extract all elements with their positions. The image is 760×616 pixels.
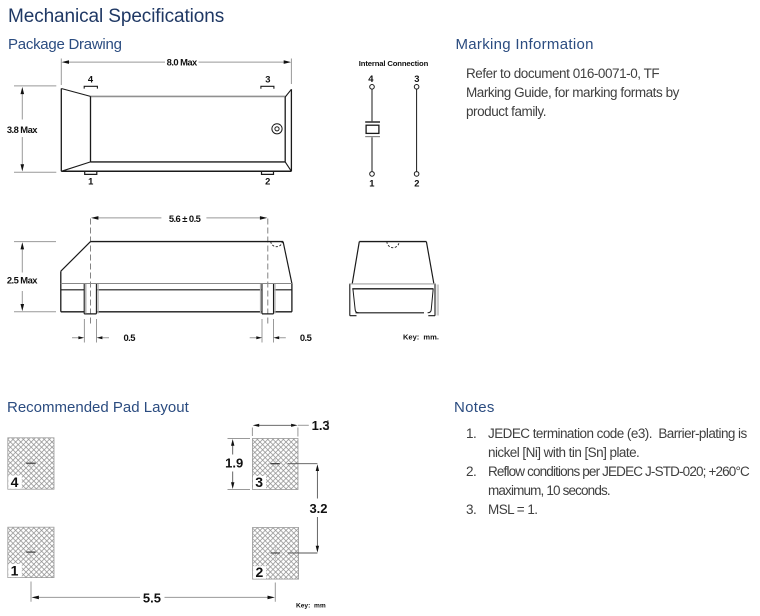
svg-text:3: 3 bbox=[255, 474, 263, 490]
svg-text:2: 2 bbox=[414, 178, 419, 189]
svg-text:5.5: 5.5 bbox=[143, 590, 161, 605]
svg-text:Key: mm: Key: mm bbox=[403, 333, 437, 342]
svg-text:3.8 Max: 3.8 Max bbox=[7, 124, 38, 135]
svg-text:1.9: 1.9 bbox=[225, 456, 243, 471]
svg-text:1: 1 bbox=[369, 178, 374, 189]
svg-text:Key: mm: Key: mm bbox=[296, 602, 326, 609]
svg-text:Internal Connection: Internal Connection bbox=[359, 59, 429, 68]
svg-text:1: 1 bbox=[11, 563, 19, 579]
svg-text:1: 1 bbox=[88, 176, 93, 187]
svg-text:0.5: 0.5 bbox=[124, 332, 136, 343]
svg-text:5.6 ± 0.5: 5.6 ± 0.5 bbox=[169, 213, 201, 224]
svg-text:8.0 Max: 8.0 Max bbox=[167, 57, 198, 68]
svg-text:4: 4 bbox=[11, 474, 19, 490]
svg-text:3: 3 bbox=[414, 73, 419, 84]
svg-text:1.3: 1.3 bbox=[312, 418, 330, 433]
svg-text:2.5 Max: 2.5 Max bbox=[7, 274, 38, 285]
svg-text:3.2: 3.2 bbox=[309, 501, 327, 516]
svg-text:2: 2 bbox=[265, 176, 270, 187]
svg-text:2: 2 bbox=[256, 564, 264, 580]
svg-text:3: 3 bbox=[265, 74, 270, 85]
svg-text:4: 4 bbox=[368, 73, 374, 84]
svg-text:0.5: 0.5 bbox=[300, 332, 312, 343]
svg-text:4: 4 bbox=[88, 74, 94, 85]
